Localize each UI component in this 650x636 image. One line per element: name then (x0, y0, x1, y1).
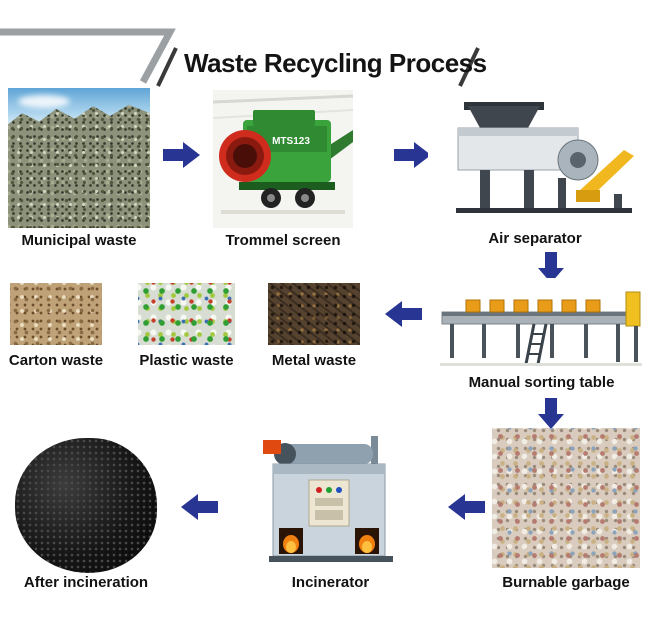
garbage-pile (8, 104, 150, 228)
cloud (18, 95, 70, 108)
arrow-incinerator-to-after (181, 494, 218, 520)
municipal-waste-label: Municipal waste (21, 232, 137, 249)
incinerator-label: Incinerator (291, 574, 370, 591)
metal-waste-label: Metal waste (271, 352, 357, 369)
manual-sorting-table-label: Manual sorting table (468, 374, 615, 391)
plastic-waste-label: Plastic waste (139, 352, 234, 369)
decor-gray-band (0, 28, 176, 84)
arrow-sorting-to-wastes (385, 301, 422, 327)
carton-waste-label: Carton waste (8, 352, 104, 369)
incinerator-photo (243, 432, 418, 570)
arrow-municipal-to-trommel (163, 142, 200, 168)
trommel-screen-photo: MTS123 (213, 90, 353, 228)
plastic-waste-photo (138, 283, 235, 345)
arrow-sorting-to-burnable (538, 398, 564, 429)
carton-waste-photo (10, 283, 102, 345)
burnable-garbage-label: Burnable garbage (502, 574, 630, 591)
manual-sorting-table-illustration (438, 278, 645, 370)
metal-waste-photo (268, 283, 360, 345)
arrow-burnable-to-incinerator (448, 494, 485, 520)
trommel-screen-illustration: MTS123 (213, 90, 353, 228)
ash-blob (15, 438, 157, 573)
air-separator-illustration (428, 98, 642, 220)
air-separator-label: Air separator (488, 230, 582, 247)
decor-left-slash (156, 47, 178, 87)
incinerator-illustration (243, 432, 418, 570)
title-decoration (0, 28, 480, 87)
trommel-screen-label: Trommel screen (225, 232, 341, 249)
after-incineration-photo (15, 438, 157, 573)
after-incineration-label: After incineration (23, 574, 149, 591)
manual-sorting-table-photo (438, 278, 645, 370)
trommel-machine-text: MTS123 (272, 136, 310, 147)
air-separator-photo (428, 98, 642, 220)
page-title: Waste Recycling Process (184, 48, 487, 78)
decor-right-slash (458, 47, 480, 87)
municipal-waste-photo (8, 88, 150, 228)
arrow-trommel-to-airseparator (394, 142, 431, 168)
burnable-garbage-photo (492, 428, 640, 568)
